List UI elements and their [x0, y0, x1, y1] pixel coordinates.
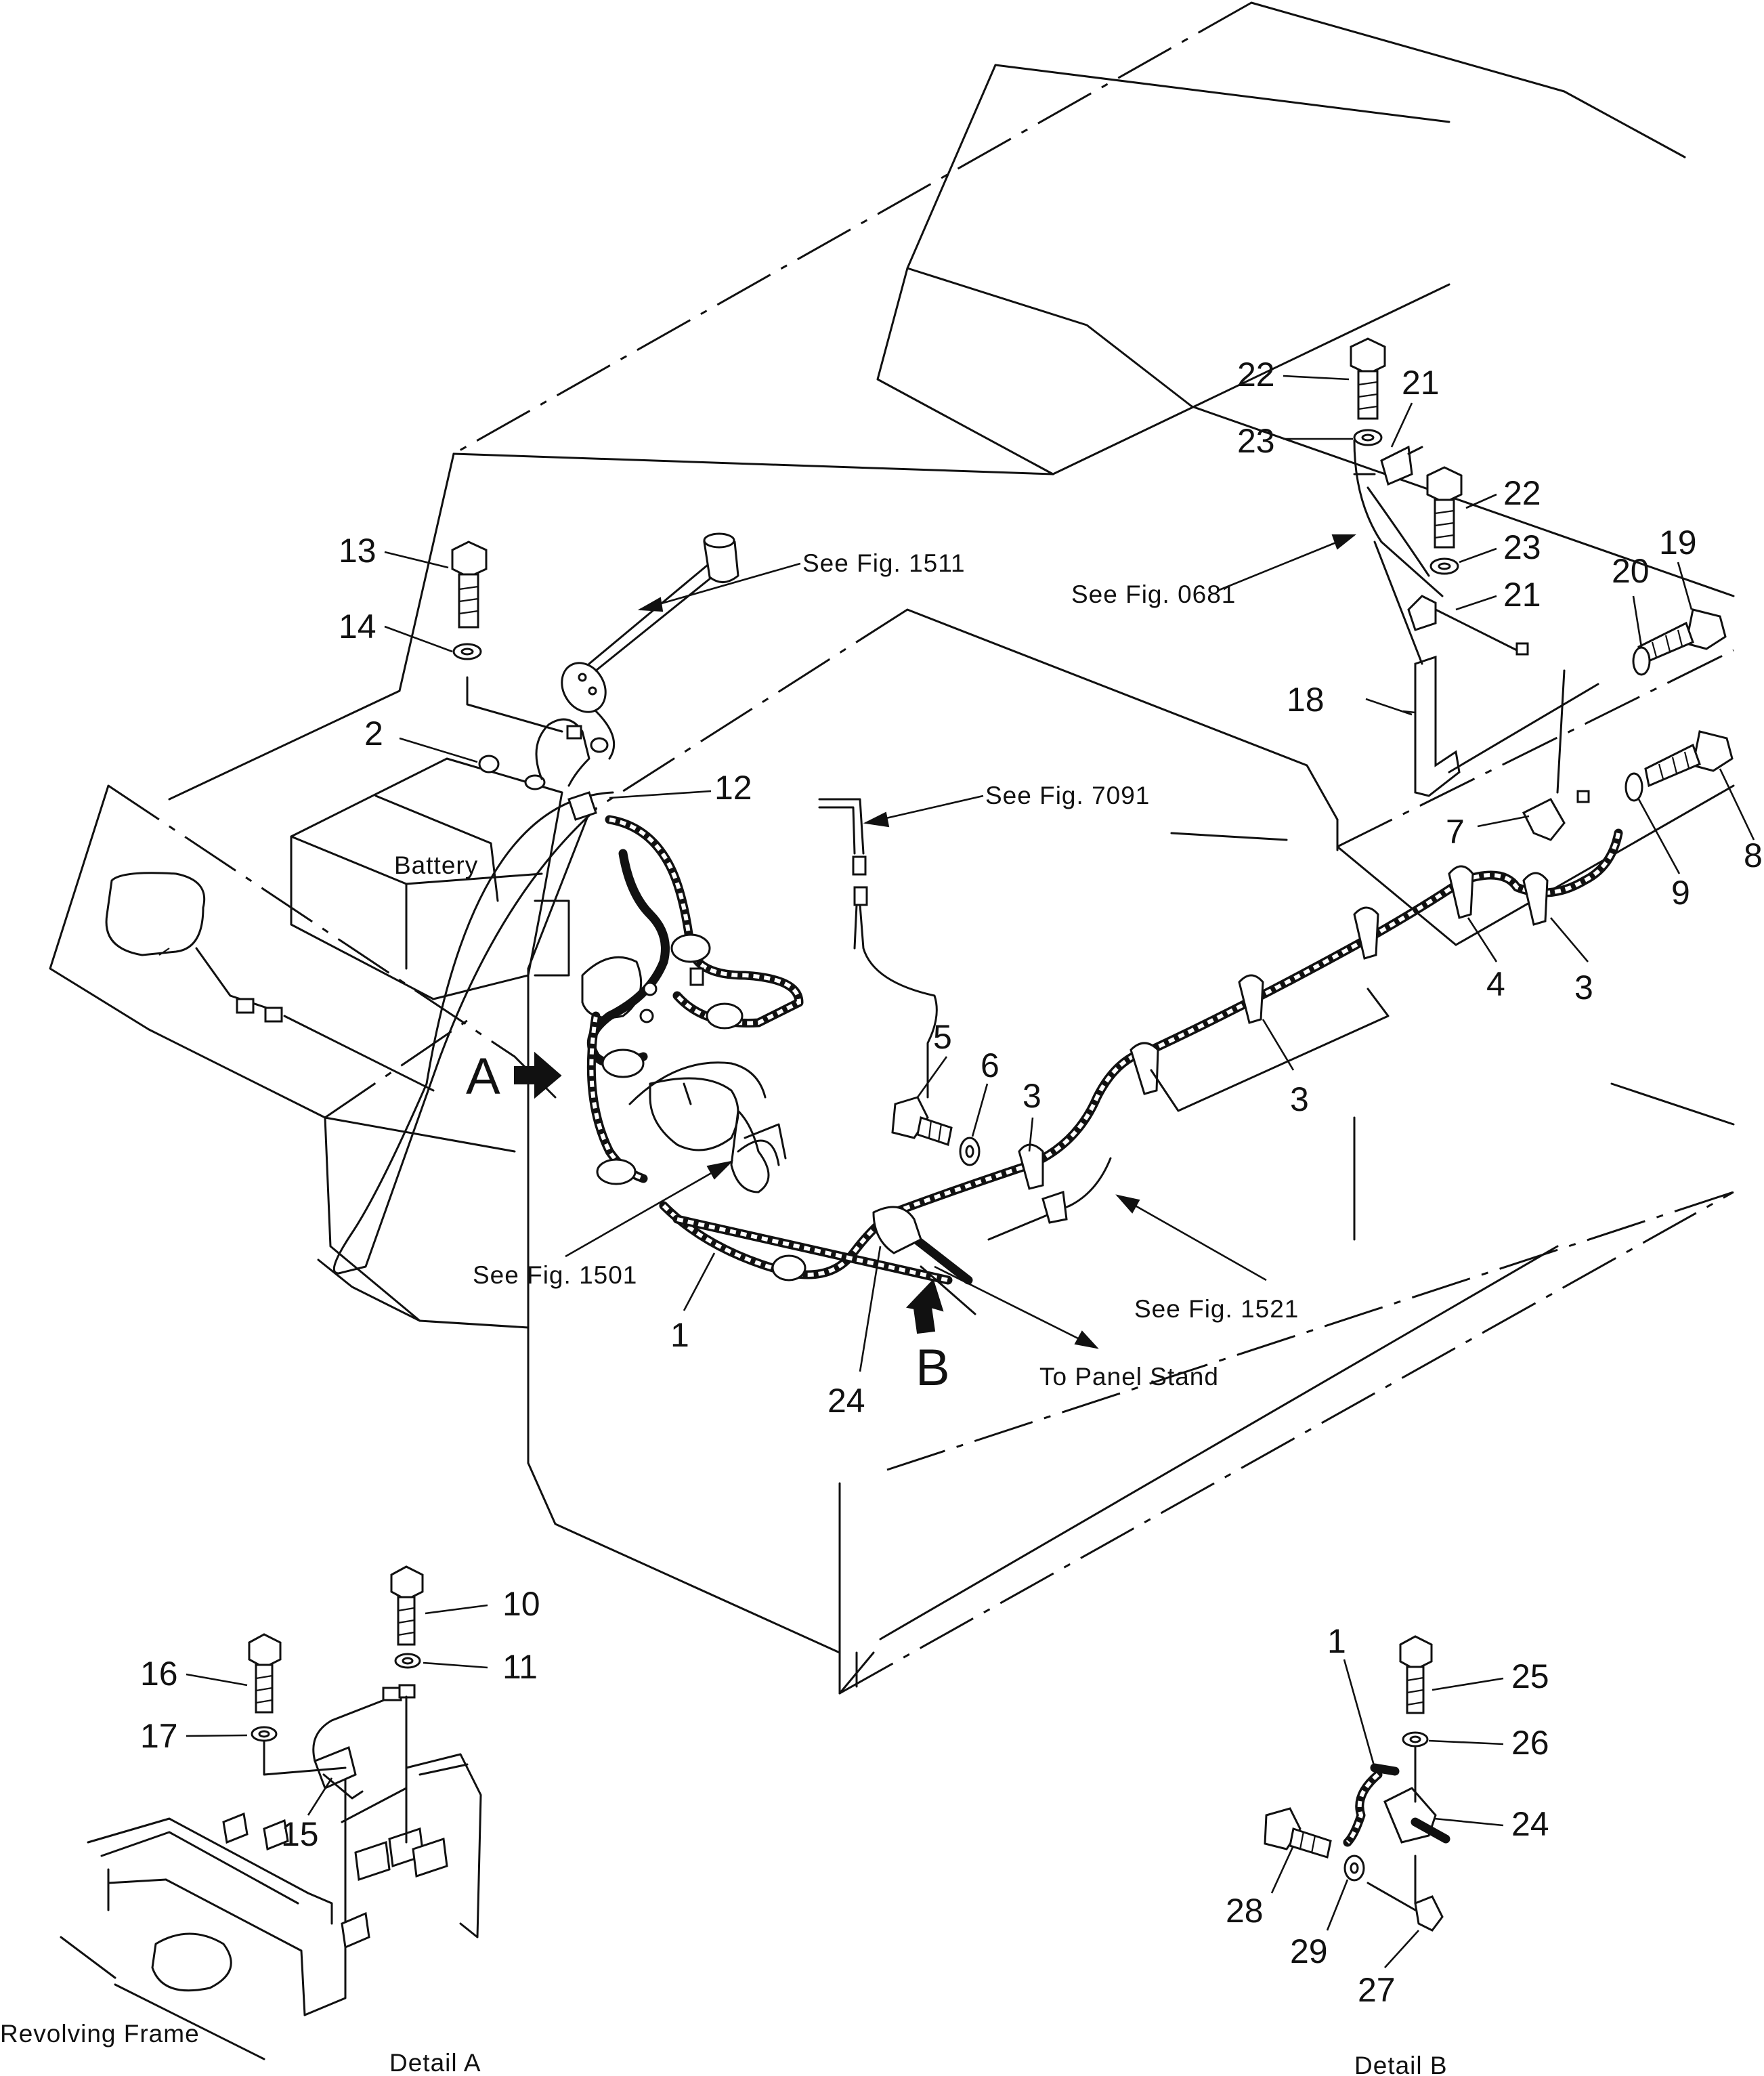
callout-15: 15	[281, 1815, 319, 1853]
callout-22-top: 22	[1237, 356, 1275, 394]
callout-leaders	[384, 375, 1755, 1372]
callout-3-left: 3	[1023, 1077, 1041, 1115]
callout-28: 28	[1226, 1892, 1264, 1930]
battery-label: Battery	[394, 851, 478, 879]
callout-20: 20	[1612, 552, 1650, 590]
callout-23-second: 23	[1503, 528, 1541, 566]
callout-17: 17	[140, 1717, 178, 1755]
reference-arrows	[565, 534, 1356, 1349]
callout-7: 7	[1446, 813, 1465, 851]
callout-23-top: 23	[1237, 422, 1275, 460]
see-fig-7091: See Fig. 7091	[985, 782, 1150, 809]
air-cleaner	[105, 872, 435, 1092]
callout-12: 12	[714, 769, 752, 807]
clamp-icon	[1018, 1143, 1044, 1190]
wiring-harness	[332, 791, 1623, 1315]
callout-8: 8	[1744, 836, 1763, 874]
hex-bolt-icon	[1350, 337, 1386, 420]
machine-outline	[49, 1, 1735, 1695]
callout-27: 27	[1358, 1971, 1396, 2009]
callout-3-right: 3	[1574, 969, 1593, 1007]
callout-1: 1	[670, 1316, 689, 1354]
callout-5: 5	[933, 1018, 952, 1056]
bracket-assembly	[1353, 439, 1599, 841]
detail-b-caption: Detail B	[1354, 2052, 1448, 2076]
callout-19: 19	[1659, 524, 1697, 562]
clamp-icon	[1238, 974, 1264, 1024]
callout-6: 6	[981, 1046, 999, 1084]
callout-21-second: 21	[1503, 576, 1541, 614]
callout-10: 10	[502, 1585, 540, 1623]
callout-4: 4	[1486, 965, 1505, 1003]
view-a-label: A	[466, 1048, 500, 1105]
callout-24-detail: 24	[1511, 1805, 1549, 1843]
hex-bolt-icon	[1637, 608, 1727, 666]
callout-24: 24	[827, 1382, 865, 1420]
callout-14: 14	[339, 608, 377, 645]
clamp-icon	[1130, 1042, 1159, 1095]
hex-bolt-icon	[1644, 730, 1734, 788]
fasteners	[451, 337, 1734, 1166]
harness-clamps	[872, 865, 1549, 1254]
callout-16: 16	[140, 1655, 178, 1693]
callout-29: 29	[1290, 1932, 1328, 1970]
revolving-frame-label: Revolving Frame	[0, 2020, 200, 2048]
callout-numbers: 13 14 2 12 22 23 21 22 23 21 20 19 18 7 …	[339, 356, 1763, 1420]
view-b-label: B	[916, 1339, 950, 1397]
callout-18: 18	[1287, 681, 1325, 719]
clamp-icon	[1522, 872, 1549, 926]
callout-11: 11	[502, 1648, 538, 1686]
battery: Battery	[290, 757, 570, 1000]
callout-2: 2	[364, 715, 383, 753]
washer-icon	[1625, 772, 1643, 802]
see-fig-0681: See Fig. 0681	[1071, 580, 1236, 608]
detail-a-caption: Detail A	[389, 2049, 481, 2076]
washer-icon	[1632, 646, 1651, 676]
hex-bolt-icon	[390, 1565, 424, 1646]
hex-bolt-icon	[451, 541, 488, 629]
hex-bolt-icon	[891, 1096, 953, 1146]
callout-13: 13	[339, 532, 377, 570]
callout-1-detail: 1	[1327, 1622, 1346, 1660]
filled-arrow-right-icon	[514, 1051, 562, 1099]
detail-b: 25 26 24 1 28 29 27 Detail B	[1226, 1622, 1549, 2076]
clamp-icon	[1448, 865, 1474, 919]
to-panel-stand-label: To Panel Stand	[1039, 1363, 1219, 1391]
see-fig-1501: See Fig. 1501	[473, 1261, 637, 1289]
hex-bolt-icon	[1399, 1635, 1433, 1714]
clamp-icon	[872, 1206, 922, 1254]
callout-22-second: 22	[1503, 474, 1541, 512]
callout-26: 26	[1511, 1724, 1549, 1762]
callout-25: 25	[1511, 1657, 1549, 1695]
callout-3-middle: 3	[1290, 1080, 1309, 1118]
detail-a: 10 11 16 17 15 Revolving Frame Detail A	[0, 1565, 540, 2076]
hex-bolt-icon	[248, 1633, 282, 1714]
hex-bolt-icon	[1426, 466, 1463, 549]
callout-21-top: 21	[1402, 364, 1440, 402]
callout-9: 9	[1671, 874, 1690, 912]
see-fig-1521: See Fig. 1521	[1134, 1295, 1299, 1323]
clamp-icon	[1353, 906, 1379, 960]
filled-arrow-up-icon	[906, 1279, 944, 1334]
hex-bolt-icon	[1264, 1807, 1332, 1859]
see-fig-1511: See Fig. 1511	[802, 549, 966, 577]
